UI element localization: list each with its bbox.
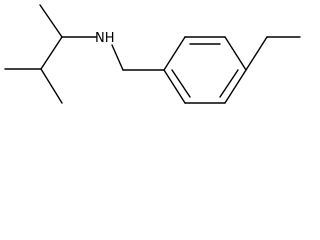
bond-ch-to-ch (40, 36, 63, 70)
ring-double-bond-right (219, 69, 239, 98)
skeletal-structure: NH (4, 4, 301, 104)
bond-methyl-top (39, 4, 63, 38)
ring-bond-1 (163, 36, 186, 71)
ring-bond-6 (163, 69, 186, 104)
ring-bond-4 (224, 69, 247, 104)
ring-bond-3 (224, 36, 247, 71)
bond-nh-to-ch2 (111, 44, 124, 71)
structure-canvas: NH (0, 0, 306, 110)
ring-double-bond-left (171, 69, 191, 98)
nitrogen-label: NH (95, 31, 115, 46)
bond-ch-to-methyl-bottom (40, 68, 63, 104)
bond-ring-to-ethyl (245, 36, 268, 71)
